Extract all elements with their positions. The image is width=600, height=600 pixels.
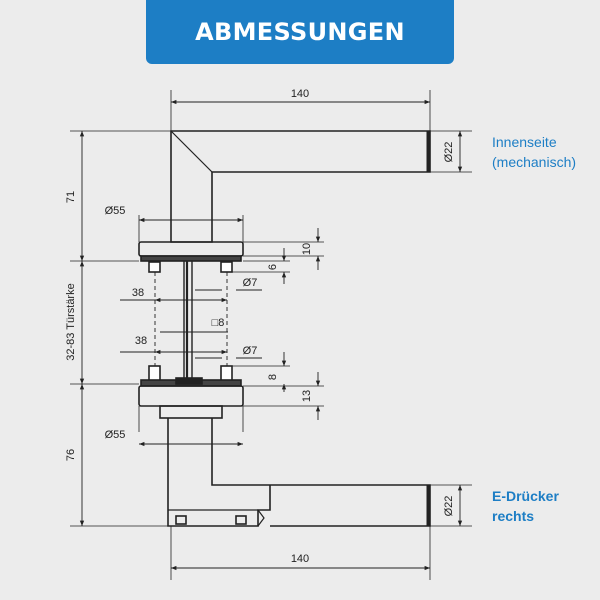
label-inside-line1: Innenseite: [492, 134, 557, 150]
label-edruecker: E-Drücker rechts: [492, 486, 559, 526]
dim-rose-height-top: 10: [301, 243, 313, 255]
title-banner: ABMESSUNGEN: [146, 0, 454, 64]
top-lever: [170, 130, 431, 243]
label-inside: Innenseite (mechanisch): [492, 132, 576, 172]
extension-lines: [70, 90, 472, 580]
label-edruecker-line1: E-Drücker: [492, 488, 559, 504]
bottom-rose: [138, 365, 244, 419]
dim-rose-dia-bottom: Ø55: [105, 429, 126, 441]
label-inside-line2: (mechanisch): [492, 154, 577, 170]
dimension-lines: [79, 99, 463, 571]
dim-screw-offset-top: 6: [267, 264, 279, 270]
dim-height-bottom: 76: [65, 449, 77, 461]
dim-screw-spacing-top: 38: [132, 287, 144, 299]
dim-rose-height-bottom: 13: [301, 390, 313, 402]
dim-spindle: □8: [212, 317, 225, 329]
dim-width-bottom: 140: [291, 553, 309, 565]
dim-door-thickness: 32-83 Türstärke: [65, 283, 77, 360]
dim-height-top: 71: [65, 191, 77, 203]
dim-rose-dia-top: Ø55: [105, 205, 126, 217]
dim-screw-offset-bottom: 8: [267, 374, 279, 380]
label-edruecker-line2: rechts: [492, 508, 535, 524]
dim-screw-spacing-bottom: 38: [135, 335, 147, 347]
dim-lever-dia-bottom: Ø22: [443, 496, 455, 517]
bottom-lever: [167, 418, 431, 527]
page-title: ABMESSUNGEN: [195, 18, 405, 46]
top-rose: [138, 241, 244, 273]
dim-screw-dia-bottom: Ø7: [243, 345, 258, 357]
dim-screw-dia-top: Ø7: [243, 277, 258, 289]
dim-width-top: 140: [291, 88, 309, 100]
dim-lever-dia-top: Ø22: [443, 142, 455, 163]
